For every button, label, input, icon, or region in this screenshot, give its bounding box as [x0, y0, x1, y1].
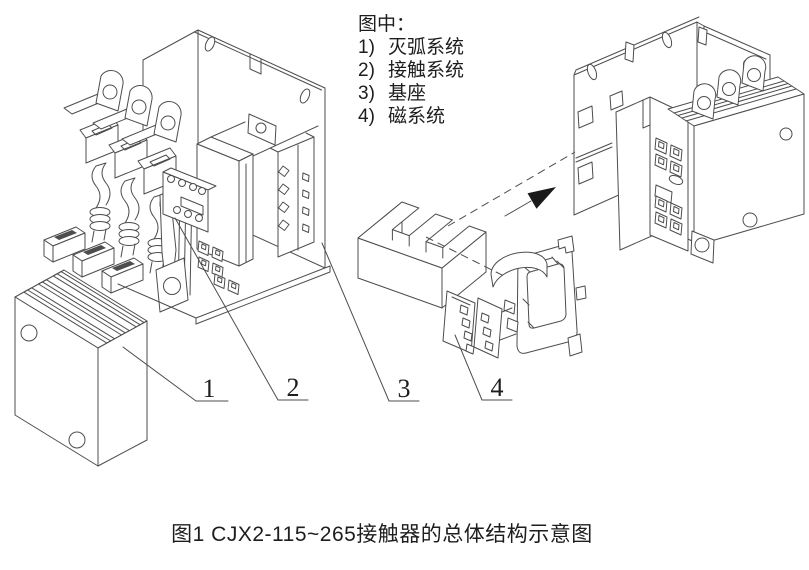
assembly-direction-arrow: [527, 187, 556, 209]
plate-slot: [299, 88, 311, 104]
plate-notch: [249, 53, 262, 75]
callout-4-number: 4: [491, 373, 504, 402]
coil-window: [526, 263, 567, 329]
assembly-axis-line: [447, 151, 576, 227]
coil-drawing: [442, 235, 587, 359]
legend-item-number: 2): [358, 60, 375, 81]
side-terminal-rail: [269, 132, 315, 258]
callout-1: 1: [122, 346, 229, 403]
callout-3: 3: [321, 242, 420, 403]
callout-1-number: 1: [203, 374, 216, 403]
figure-caption: 图1 CJX2-115~265接触器的总体结构示意图: [171, 523, 593, 546]
callout-1-leader: [122, 346, 229, 402]
arc-chute-drawing: [14, 269, 148, 467]
callout-2: 2: [174, 217, 309, 402]
screw-terminals: [197, 240, 240, 295]
e-core-drawing: [357, 201, 487, 309]
aux-contact-block: [162, 167, 217, 233]
callout-3-leader: [321, 242, 420, 402]
legend-item-number: 3): [358, 83, 375, 104]
callout-3-number: 3: [398, 374, 411, 403]
base-bottom-edges: [117, 265, 331, 325]
legend-item-label: 接触系统: [388, 60, 465, 81]
legend-item: 2) 接触系统: [358, 59, 464, 82]
legend-item-label: 基座: [388, 83, 427, 104]
legend-item: 4) 磁系统: [358, 105, 464, 128]
coil-terminal-plate: [473, 297, 503, 359]
legend-item-label: 磁系统: [388, 106, 446, 127]
legend-item: 1) 灭弧系统: [358, 36, 464, 59]
legend-item-label: 灭弧系统: [388, 37, 465, 58]
assembled-arc-chute: [667, 55, 805, 264]
contactor-main-drawing: [43, 29, 331, 325]
callout-2-number: 2: [287, 373, 300, 402]
callout-2-leader: [174, 217, 309, 401]
callout-4: 4: [454, 334, 513, 402]
legend-item: 3) 基座: [358, 82, 464, 105]
callout-4-leader: [454, 334, 513, 401]
pole-unit: [43, 70, 124, 263]
legend: 图中： 1) 灭弧系统 2) 接触系统 3) 基座 4) 磁系统: [358, 13, 464, 128]
assembly-arrow-tail: [504, 200, 532, 217]
contactor-assembled-drawing: [573, 16, 805, 264]
assembly-axis-line: [425, 236, 505, 277]
arc-chute-ribs: [23, 271, 145, 344]
legend-item-number: 4): [358, 106, 375, 127]
legend-item-number: 1): [358, 37, 375, 58]
legend-title: 图中：: [358, 14, 416, 35]
assembled-box-front: [693, 93, 805, 247]
plate-slot: [204, 36, 216, 52]
